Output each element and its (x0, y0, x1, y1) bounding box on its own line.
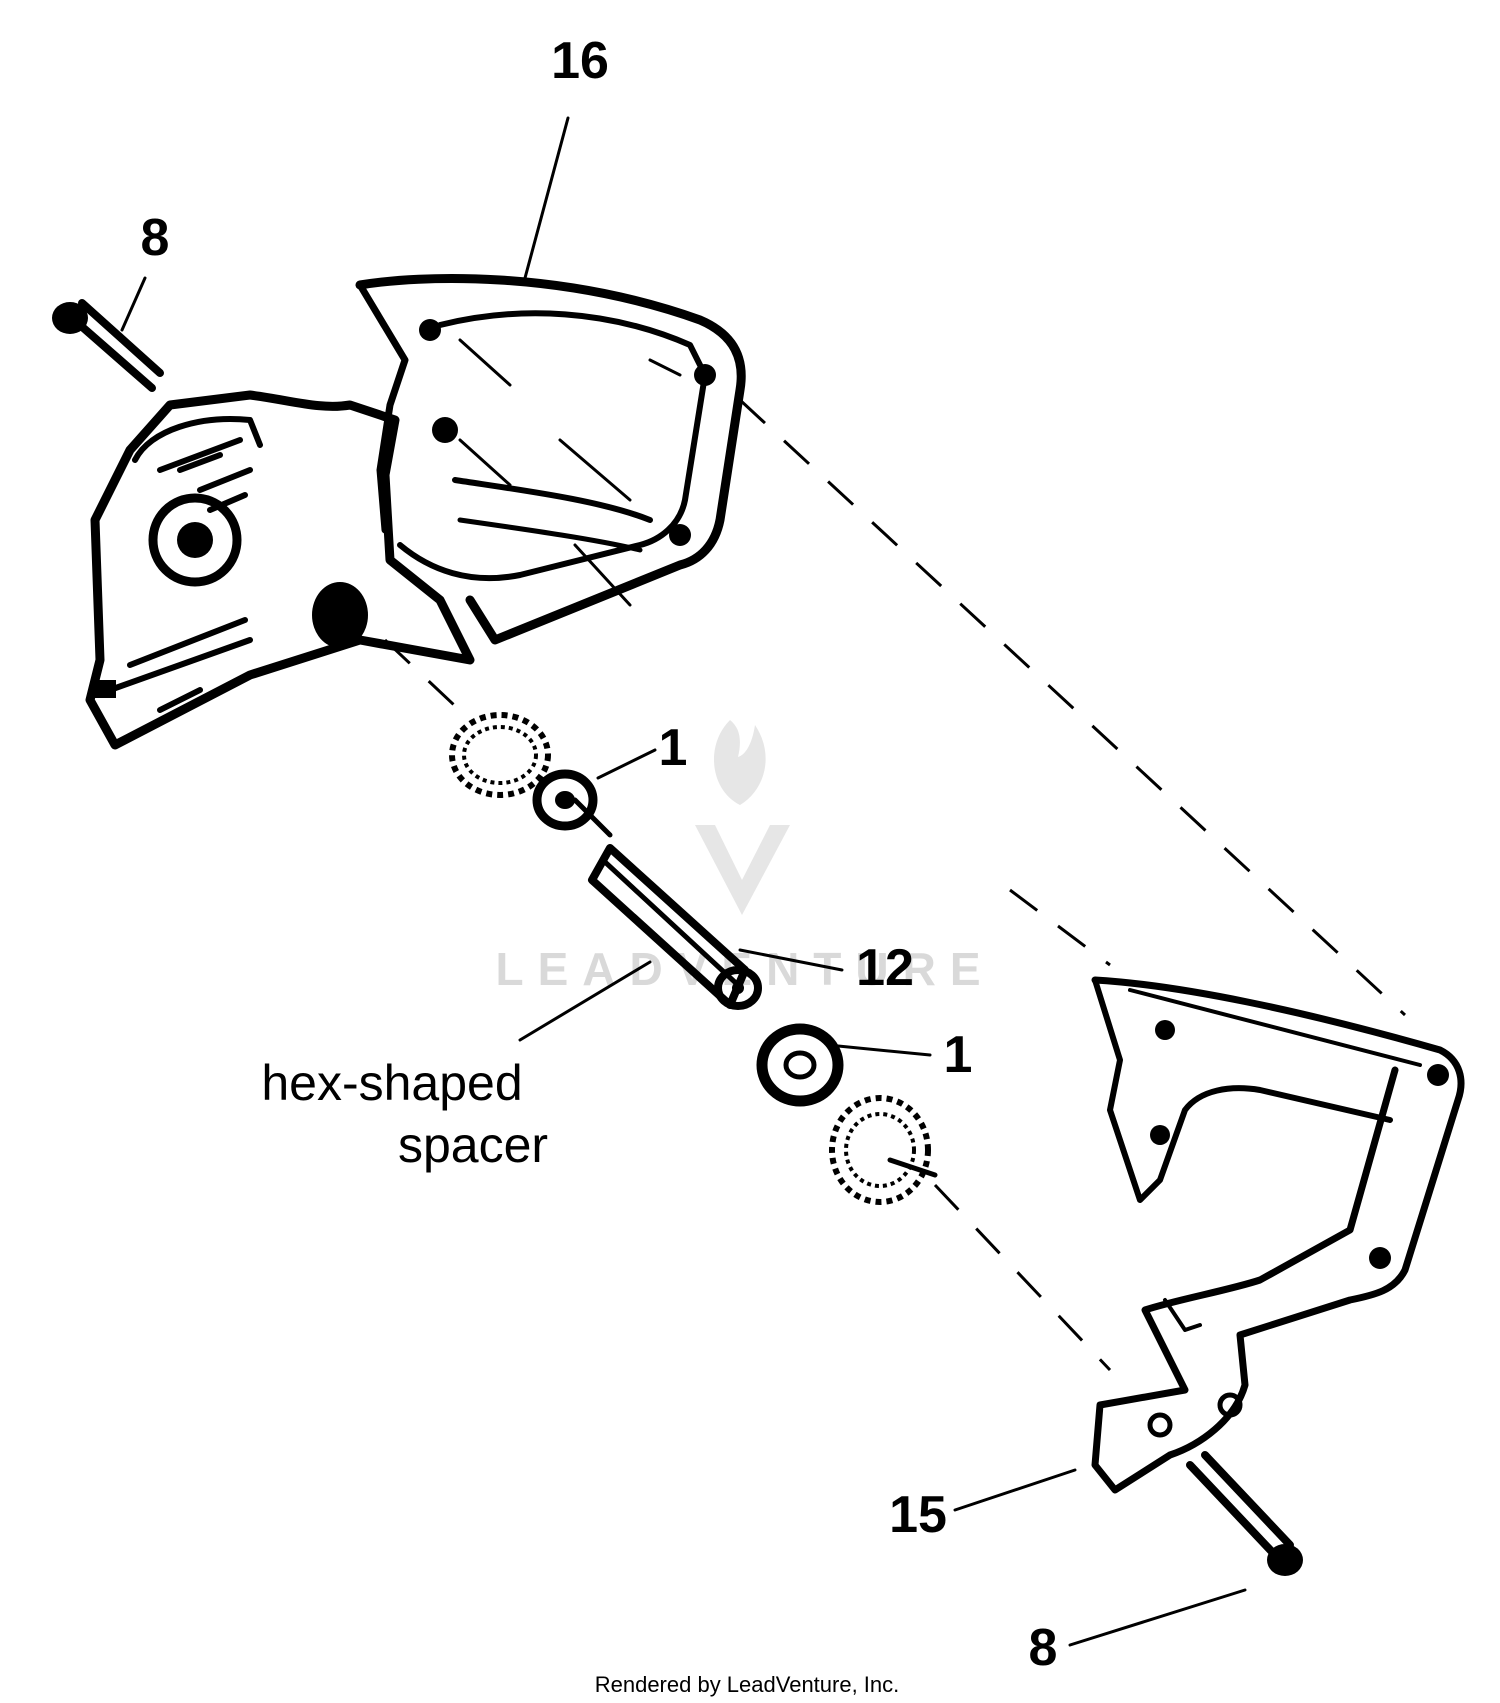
mounting-hole (1155, 1020, 1175, 1040)
alignment-lines (383, 398, 1407, 1372)
alignment-line-lower (933, 1183, 1112, 1372)
bolt-8-bottom (1186, 1451, 1303, 1576)
washer-1-lower (756, 1023, 844, 1107)
footer-credit: Rendered by LeadVenture, Inc. (595, 1672, 900, 1697)
housing-rotor (312, 582, 368, 648)
engine-housing (85, 390, 475, 750)
mounting-hole (1147, 1412, 1173, 1438)
bolt-head (1267, 1544, 1303, 1576)
spacer-note-line2: spacer (398, 1117, 548, 1173)
callout-12: 12 (856, 939, 914, 997)
mounting-hole (432, 417, 458, 443)
v-logo-icon (695, 825, 790, 915)
leader-line-1-upper (596, 748, 657, 780)
callout-1-upper: 1 (659, 719, 688, 777)
callout-15: 15 (889, 1486, 947, 1544)
alignment-line-left (383, 638, 472, 722)
callout-8-top: 8 (141, 209, 170, 267)
mounting-hole (1369, 1247, 1391, 1269)
leader-lines (120, 116, 1247, 1647)
housing-boss (148, 493, 242, 587)
spacer-note-line1: hex-shaped (261, 1055, 522, 1111)
flame-logo-icon (713, 720, 766, 805)
leader-line-8-bottom (1068, 1588, 1247, 1647)
mounting-hole (694, 364, 716, 386)
watermark: LEADVENTURE (495, 720, 981, 995)
callout-8-bottom: 8 (1029, 1619, 1058, 1677)
bolt-8-top (52, 299, 164, 392)
mounting-hole (1427, 1064, 1449, 1086)
leader-line-15 (953, 1468, 1077, 1512)
mounting-hole (669, 524, 691, 546)
leader-line-spacer-note (518, 960, 652, 1042)
housing-boss-center (177, 522, 213, 558)
bushing-grommet-lower (829, 1095, 938, 1205)
rear-handle-15 (1091, 976, 1465, 1494)
callout-1-lower: 1 (944, 1026, 973, 1084)
housing-foot (92, 680, 116, 698)
alignment-line-upper (738, 398, 1407, 1017)
callout-16: 16 (551, 32, 609, 90)
leader-line-8-top (120, 276, 147, 332)
leader-line-12 (738, 948, 844, 972)
hex-spacer-12 (588, 844, 762, 1010)
bushing-1-upper (449, 712, 613, 838)
leader-line-16 (523, 116, 570, 280)
mounting-hole (1217, 1392, 1243, 1418)
alignment-line-mid (1009, 888, 1111, 967)
leader-line-1-lower (826, 1043, 932, 1057)
mounting-hole (419, 319, 441, 341)
mounting-hole (1150, 1125, 1170, 1145)
